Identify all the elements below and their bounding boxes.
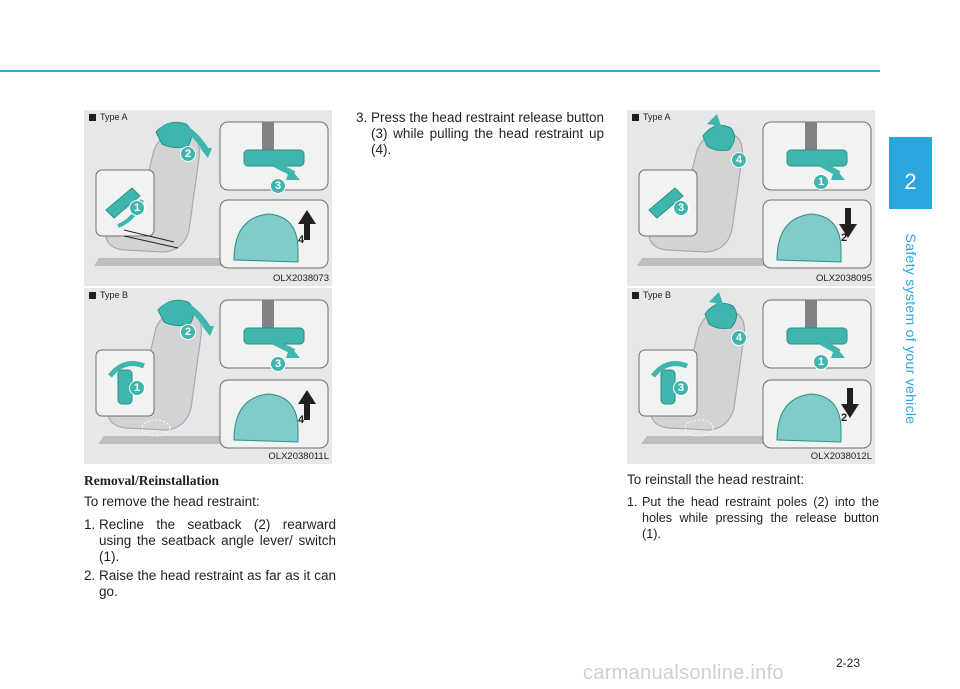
header-rule bbox=[0, 70, 880, 72]
square-bullet-icon bbox=[632, 114, 639, 121]
figure-type-label: Type A bbox=[632, 112, 671, 122]
removal-step: 3. Press the head restraint release butt… bbox=[356, 110, 604, 158]
square-bullet-icon bbox=[632, 292, 639, 299]
figure-type-label: Type B bbox=[89, 290, 128, 300]
callout-number: 2 bbox=[841, 232, 848, 244]
callout-number: 1 bbox=[813, 174, 829, 190]
type-label-text: Type B bbox=[100, 290, 129, 300]
callout-number: 1 bbox=[813, 354, 829, 370]
chapter-title: Safety system of your vehicle bbox=[902, 233, 919, 425]
chapter-number: 2 bbox=[889, 137, 932, 209]
step-text: Recline the seatback (2) rearward using … bbox=[99, 517, 336, 564]
type-label-text: Type A bbox=[100, 112, 128, 122]
seat-illustration bbox=[84, 288, 332, 464]
square-bullet-icon bbox=[89, 292, 96, 299]
step-number: 1. bbox=[84, 517, 96, 532]
callout-number: 4 bbox=[298, 234, 305, 246]
callout-number: 3 bbox=[673, 380, 689, 396]
seat-illustration bbox=[84, 110, 332, 286]
step-number: 1. bbox=[627, 495, 638, 509]
figure-type-label: Type B bbox=[632, 290, 671, 300]
figure-type-b-removal: Type B OLX2038011L 1 2 3 4 bbox=[84, 288, 332, 464]
removal-step: 1. Recline the seatback (2) rearward usi… bbox=[84, 517, 336, 565]
reinstall-step: 1. Put the head restraint poles (2) into… bbox=[627, 494, 879, 542]
figure-code: OLX2038073 bbox=[273, 273, 329, 284]
step-text: Press the head restraint release button … bbox=[371, 110, 604, 157]
chapter-title-box: Safety system of your vehicle bbox=[889, 211, 932, 447]
step-text: Raise the head restraint as far as it ca… bbox=[99, 568, 336, 599]
seat-illustration bbox=[627, 288, 875, 464]
figure-code: OLX2038012L bbox=[810, 451, 872, 462]
step-number: 2. bbox=[84, 568, 96, 583]
figure-type-b-reinstall: Type B OLX2038012L 3 4 1 2 bbox=[627, 288, 875, 464]
callout-number: 4 bbox=[731, 152, 747, 168]
seat-illustration bbox=[627, 110, 875, 286]
type-label-text: Type A bbox=[643, 112, 671, 122]
removal-step: 2. Raise the head restraint as far as it… bbox=[84, 568, 336, 600]
removal-intro: To remove the head restraint: bbox=[84, 494, 260, 509]
callout-number: 3 bbox=[673, 200, 689, 216]
section-heading: Removal/Reinstallation bbox=[84, 473, 219, 488]
callout-number: 1 bbox=[129, 380, 145, 396]
callout-number: 3 bbox=[270, 356, 286, 372]
callout-number: 3 bbox=[270, 178, 286, 194]
figure-code: OLX2038095 bbox=[816, 273, 872, 284]
callout-number: 2 bbox=[180, 146, 196, 162]
step-text: Put the head restraint poles (2) into th… bbox=[642, 495, 879, 541]
callout-number: 4 bbox=[298, 414, 305, 426]
callout-number: 1 bbox=[129, 200, 145, 216]
step-number: 3. bbox=[356, 110, 368, 125]
page-number: 2-23 bbox=[836, 656, 861, 670]
figure-type-a-removal: Type A OLX2038073 1 2 3 4 bbox=[84, 110, 332, 286]
figure-type-a-reinstall: Type A OLX2038095 3 4 1 2 bbox=[627, 110, 875, 286]
callout-number: 2 bbox=[841, 412, 848, 424]
callout-number: 4 bbox=[731, 330, 747, 346]
chapter-tab[interactable]: 2 Safety system of your vehicle bbox=[889, 137, 932, 449]
type-label-text: Type B bbox=[643, 290, 672, 300]
square-bullet-icon bbox=[89, 114, 96, 121]
callout-number: 2 bbox=[180, 324, 196, 340]
reinstall-intro: To reinstall the head restraint: bbox=[627, 472, 805, 487]
watermark-text: carmanualsonline.info bbox=[583, 662, 784, 684]
figure-type-label: Type A bbox=[89, 112, 128, 122]
figure-code: OLX2038011L bbox=[268, 451, 329, 462]
